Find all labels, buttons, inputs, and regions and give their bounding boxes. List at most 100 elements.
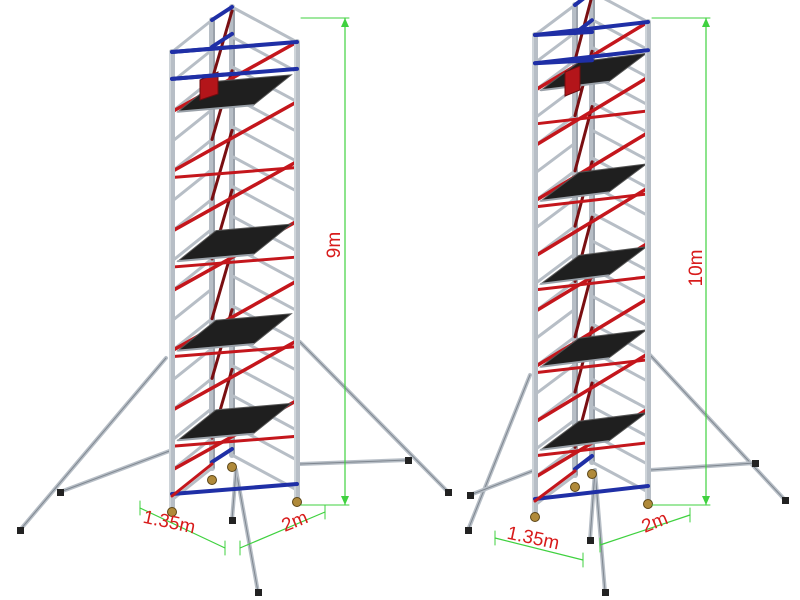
length-label-10m: 2m (639, 508, 671, 537)
base-brace (170, 462, 214, 498)
diagonal-brace (533, 352, 650, 424)
frame-rung (170, 18, 214, 54)
horizontal-brace (170, 255, 299, 269)
outrigger-foot (782, 497, 789, 504)
frame-rung (533, 418, 577, 452)
guardrail (210, 31, 234, 49)
width-label-9m: 1.35m (141, 507, 197, 539)
guardrail-diagonal (533, 30, 594, 37)
guardrail (210, 5, 234, 22)
dimension-arrow (341, 18, 349, 27)
horizontal-brace (170, 345, 299, 359)
frame-rung (590, 101, 650, 135)
frame-rung (533, 31, 577, 65)
frame-rung (590, 128, 650, 162)
diagonal-brace (210, 9, 234, 82)
diagonal-brace (170, 99, 299, 174)
horizontal-brace (170, 434, 299, 448)
frame-rung (533, 307, 577, 341)
stabiliser-outrigger-edge (19, 357, 167, 531)
frame-rung (590, 18, 650, 52)
diagonal-brace (210, 128, 234, 201)
outrigger-foot (57, 489, 64, 496)
stabiliser-outrigger-edge (231, 469, 237, 521)
outrigger-foot (255, 589, 262, 596)
guardrail (573, 18, 594, 36)
base-dimension-line (494, 537, 584, 561)
dimension-arrow (341, 496, 349, 505)
guardrail (573, 0, 585, 7)
horizontal-brace (533, 109, 650, 126)
base-dimension-line (599, 514, 691, 546)
length-label-9m: 2m (279, 507, 311, 536)
guardrail-diagonal (170, 45, 234, 54)
diagonal-brace (170, 159, 299, 233)
diagonal-brace (170, 338, 299, 413)
frame-rung (170, 227, 214, 263)
frame-rung (590, 294, 650, 328)
caster-wheel (167, 507, 177, 517)
outrigger-foot (602, 589, 609, 596)
base-dimension-line (139, 507, 226, 549)
base-rail (573, 454, 594, 471)
guardrail-diagonal (170, 71, 234, 81)
dimension-arrow (702, 18, 710, 27)
frame-rung (170, 406, 214, 442)
caster-wheel (570, 482, 580, 492)
outrigger-foot (467, 492, 474, 499)
diagonal-brace (533, 130, 650, 203)
caster-wheel (207, 475, 217, 485)
stabiliser-outrigger-edge (594, 469, 606, 593)
stabiliser-outrigger-edge (467, 374, 531, 531)
frame-rung (590, 211, 650, 245)
base-rail (533, 484, 650, 501)
width-label-10m: 1.35m (505, 523, 561, 555)
outrigger-foot (587, 537, 594, 544)
platform-edge (540, 274, 610, 285)
frame-rung (533, 252, 577, 286)
stabiliser-outrigger-edge (59, 449, 173, 493)
caster-wheel (227, 462, 237, 472)
platform-edge (540, 191, 610, 202)
base-brace (533, 469, 577, 503)
diagonal-brace (533, 296, 650, 369)
base-rail (210, 447, 234, 464)
tower-10m (465, 0, 789, 596)
frame-rung (533, 141, 577, 175)
dimension-arrow (702, 496, 710, 505)
diagonal-brace (533, 186, 650, 258)
platform-edge (177, 432, 255, 442)
frame-rung (533, 473, 577, 507)
platform-edge (177, 253, 255, 263)
horizontal-brace (533, 275, 650, 292)
outrigger-foot (445, 489, 452, 496)
tower-9m (17, 4, 452, 596)
horizontal-brace (533, 358, 650, 375)
horizontal-brace (533, 192, 650, 209)
outrigger-foot (752, 460, 759, 467)
toe-board (199, 71, 219, 101)
caster-wheel (530, 512, 540, 522)
platform-edge (540, 440, 610, 451)
frame-rung (230, 274, 299, 313)
caster-wheel (292, 497, 302, 507)
frame-rung (230, 154, 299, 193)
outrigger-foot (229, 517, 236, 524)
diagonal-brace (533, 75, 650, 148)
platform-edge (540, 357, 610, 368)
horizontal-brace (533, 441, 650, 458)
horizontal-brace (170, 165, 299, 179)
outrigger-foot (465, 527, 472, 534)
caster-wheel (643, 499, 653, 509)
outrigger-foot (405, 457, 412, 464)
stabiliser-outrigger-edge (469, 469, 536, 496)
guardrail-diagonal (533, 58, 594, 66)
caster-wheel (587, 469, 597, 479)
height-label-10m: 10m (686, 250, 707, 287)
frame-rung (170, 287, 214, 323)
platform-edge (177, 104, 255, 113)
stabiliser-outrigger-edge (299, 459, 409, 465)
frame-rung (590, 377, 650, 411)
frame-rung (230, 35, 299, 74)
